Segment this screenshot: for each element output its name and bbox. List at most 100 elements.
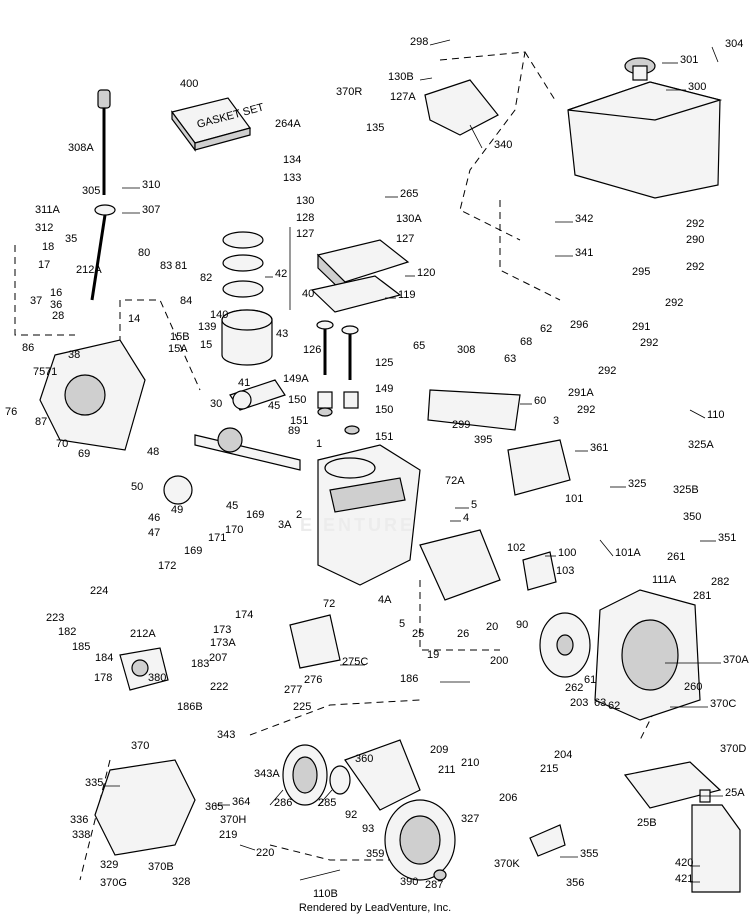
part-number-label: 72A xyxy=(445,475,465,487)
part-number-label: 421 xyxy=(675,873,693,885)
part-number-label: 291A xyxy=(568,387,594,399)
part-number-label: 60 xyxy=(534,395,546,407)
part-number-label: 139 xyxy=(198,321,216,333)
part-number-label: 135 xyxy=(366,122,384,134)
part-number-label: 335 xyxy=(85,777,103,789)
part-number-label: 312 xyxy=(35,222,53,234)
part-number-label: 110B xyxy=(313,888,338,900)
part-number-label: 329 xyxy=(100,859,118,871)
blower-housing xyxy=(594,589,701,721)
part-number-label: 262 xyxy=(565,682,583,694)
part-number-label: 292 xyxy=(598,365,616,377)
part-number-label: 68 xyxy=(520,336,532,348)
starter-handle xyxy=(529,824,566,857)
part-number-label: 390 xyxy=(400,876,418,888)
rotating-screen xyxy=(282,744,351,806)
part-number-label: 65 xyxy=(413,340,425,352)
part-number-label: 69 xyxy=(78,448,90,460)
part-number-label: 370R xyxy=(336,86,362,98)
part-number-label: 261 xyxy=(667,551,685,563)
part-number-label: 308 xyxy=(457,344,475,356)
part-number-label: 3A xyxy=(278,519,292,531)
part-number-label: 370A xyxy=(723,654,749,666)
part-number-label: 370H xyxy=(220,814,246,826)
gasket-set-box: GASKET SET xyxy=(170,97,266,152)
part-number-label: 93 xyxy=(362,823,374,835)
part-number-label: 84 xyxy=(180,295,192,307)
part-number-label: 90 xyxy=(516,619,528,631)
part-number-label: 119 xyxy=(398,289,416,301)
part-number-label: 300 xyxy=(688,81,706,93)
part-number-label: 342 xyxy=(575,213,593,225)
part-number-label: 355 xyxy=(580,848,598,860)
part-number-label: 61 xyxy=(584,674,596,686)
part-number-label: 26 xyxy=(457,628,469,640)
part-number-label: 207 xyxy=(209,652,227,664)
part-number-label: 265 xyxy=(400,188,418,200)
part-number-label: 291 xyxy=(632,321,650,333)
part-number-label: 171 xyxy=(208,532,226,544)
part-number-label: 72 xyxy=(323,598,335,610)
part-number-label: 127 xyxy=(296,228,314,240)
part-number-label: 45 xyxy=(268,400,280,412)
part-number-label: 370 xyxy=(131,740,149,752)
part-number-label: 338 xyxy=(72,829,90,841)
part-number-label: 49 xyxy=(171,504,183,516)
part-number-label: 134 xyxy=(283,154,301,166)
dipstick xyxy=(90,89,116,301)
part-number-label: 184 xyxy=(95,652,113,664)
watermark: E ENTURE xyxy=(300,515,416,535)
part-number-label: 395 xyxy=(474,434,492,446)
part-number-label: 45 xyxy=(226,500,238,512)
part-number-label: 295 xyxy=(632,266,650,278)
part-number-label: 292 xyxy=(686,261,704,273)
part-number-label: 365 xyxy=(205,801,223,813)
part-number-label: 359 xyxy=(366,848,384,860)
part-number-label: 70 xyxy=(56,438,68,450)
part-number-label: 220 xyxy=(256,847,274,859)
recoil-starter xyxy=(384,799,456,881)
footer-credit: Rendered by LeadVenture, Inc. xyxy=(298,902,452,914)
part-number-label: 5 xyxy=(471,499,477,511)
part-number-label: 80 xyxy=(138,247,150,259)
part-number-label: 63 xyxy=(504,353,516,365)
timing-gear xyxy=(163,475,193,505)
part-number-label: 290 xyxy=(686,234,704,246)
part-number-label: 125 xyxy=(375,357,393,369)
part-number-label: 183 xyxy=(191,658,209,670)
part-number-label: 103 xyxy=(556,565,574,577)
part-number-label: 63 xyxy=(594,697,606,709)
part-number-label: 92 xyxy=(345,809,357,821)
part-number-label: 76 xyxy=(5,406,17,418)
part-number-label: 287 xyxy=(425,879,443,891)
part-number-label: 25B xyxy=(637,817,657,829)
part-number-label: 130B xyxy=(388,71,414,83)
part-number-label: 210 xyxy=(461,757,479,769)
part-number-label: 178 xyxy=(94,672,112,684)
part-number-label: 169 xyxy=(246,509,264,521)
cylinder-head xyxy=(310,239,410,313)
part-number-label: 209 xyxy=(430,744,448,756)
part-number-label: 20 xyxy=(486,621,498,633)
part-number-label: 343 xyxy=(217,729,235,741)
part-number-label: 219 xyxy=(219,829,237,841)
part-number-label: 15A xyxy=(168,343,188,355)
part-number-label: 292 xyxy=(640,337,658,349)
part-number-label: 336 xyxy=(70,814,88,826)
part-number-label: 182 xyxy=(58,626,76,638)
part-number-label: 286 xyxy=(274,797,292,809)
part-number-label: 351 xyxy=(718,532,736,544)
part-number-label: 222 xyxy=(210,681,228,693)
part-number-label: 87 xyxy=(35,416,47,428)
part-number-label: 169 xyxy=(184,545,202,557)
part-number-label: 71 xyxy=(45,366,57,378)
part-number-label: 203 xyxy=(570,697,588,709)
part-number-label: 130 xyxy=(296,195,314,207)
part-number-label: 130A xyxy=(396,213,422,225)
part-number-label: 36 xyxy=(50,299,62,311)
carburetor xyxy=(119,647,169,691)
assembly-guide-lines xyxy=(14,51,661,881)
part-number-label: 200 xyxy=(490,655,508,667)
